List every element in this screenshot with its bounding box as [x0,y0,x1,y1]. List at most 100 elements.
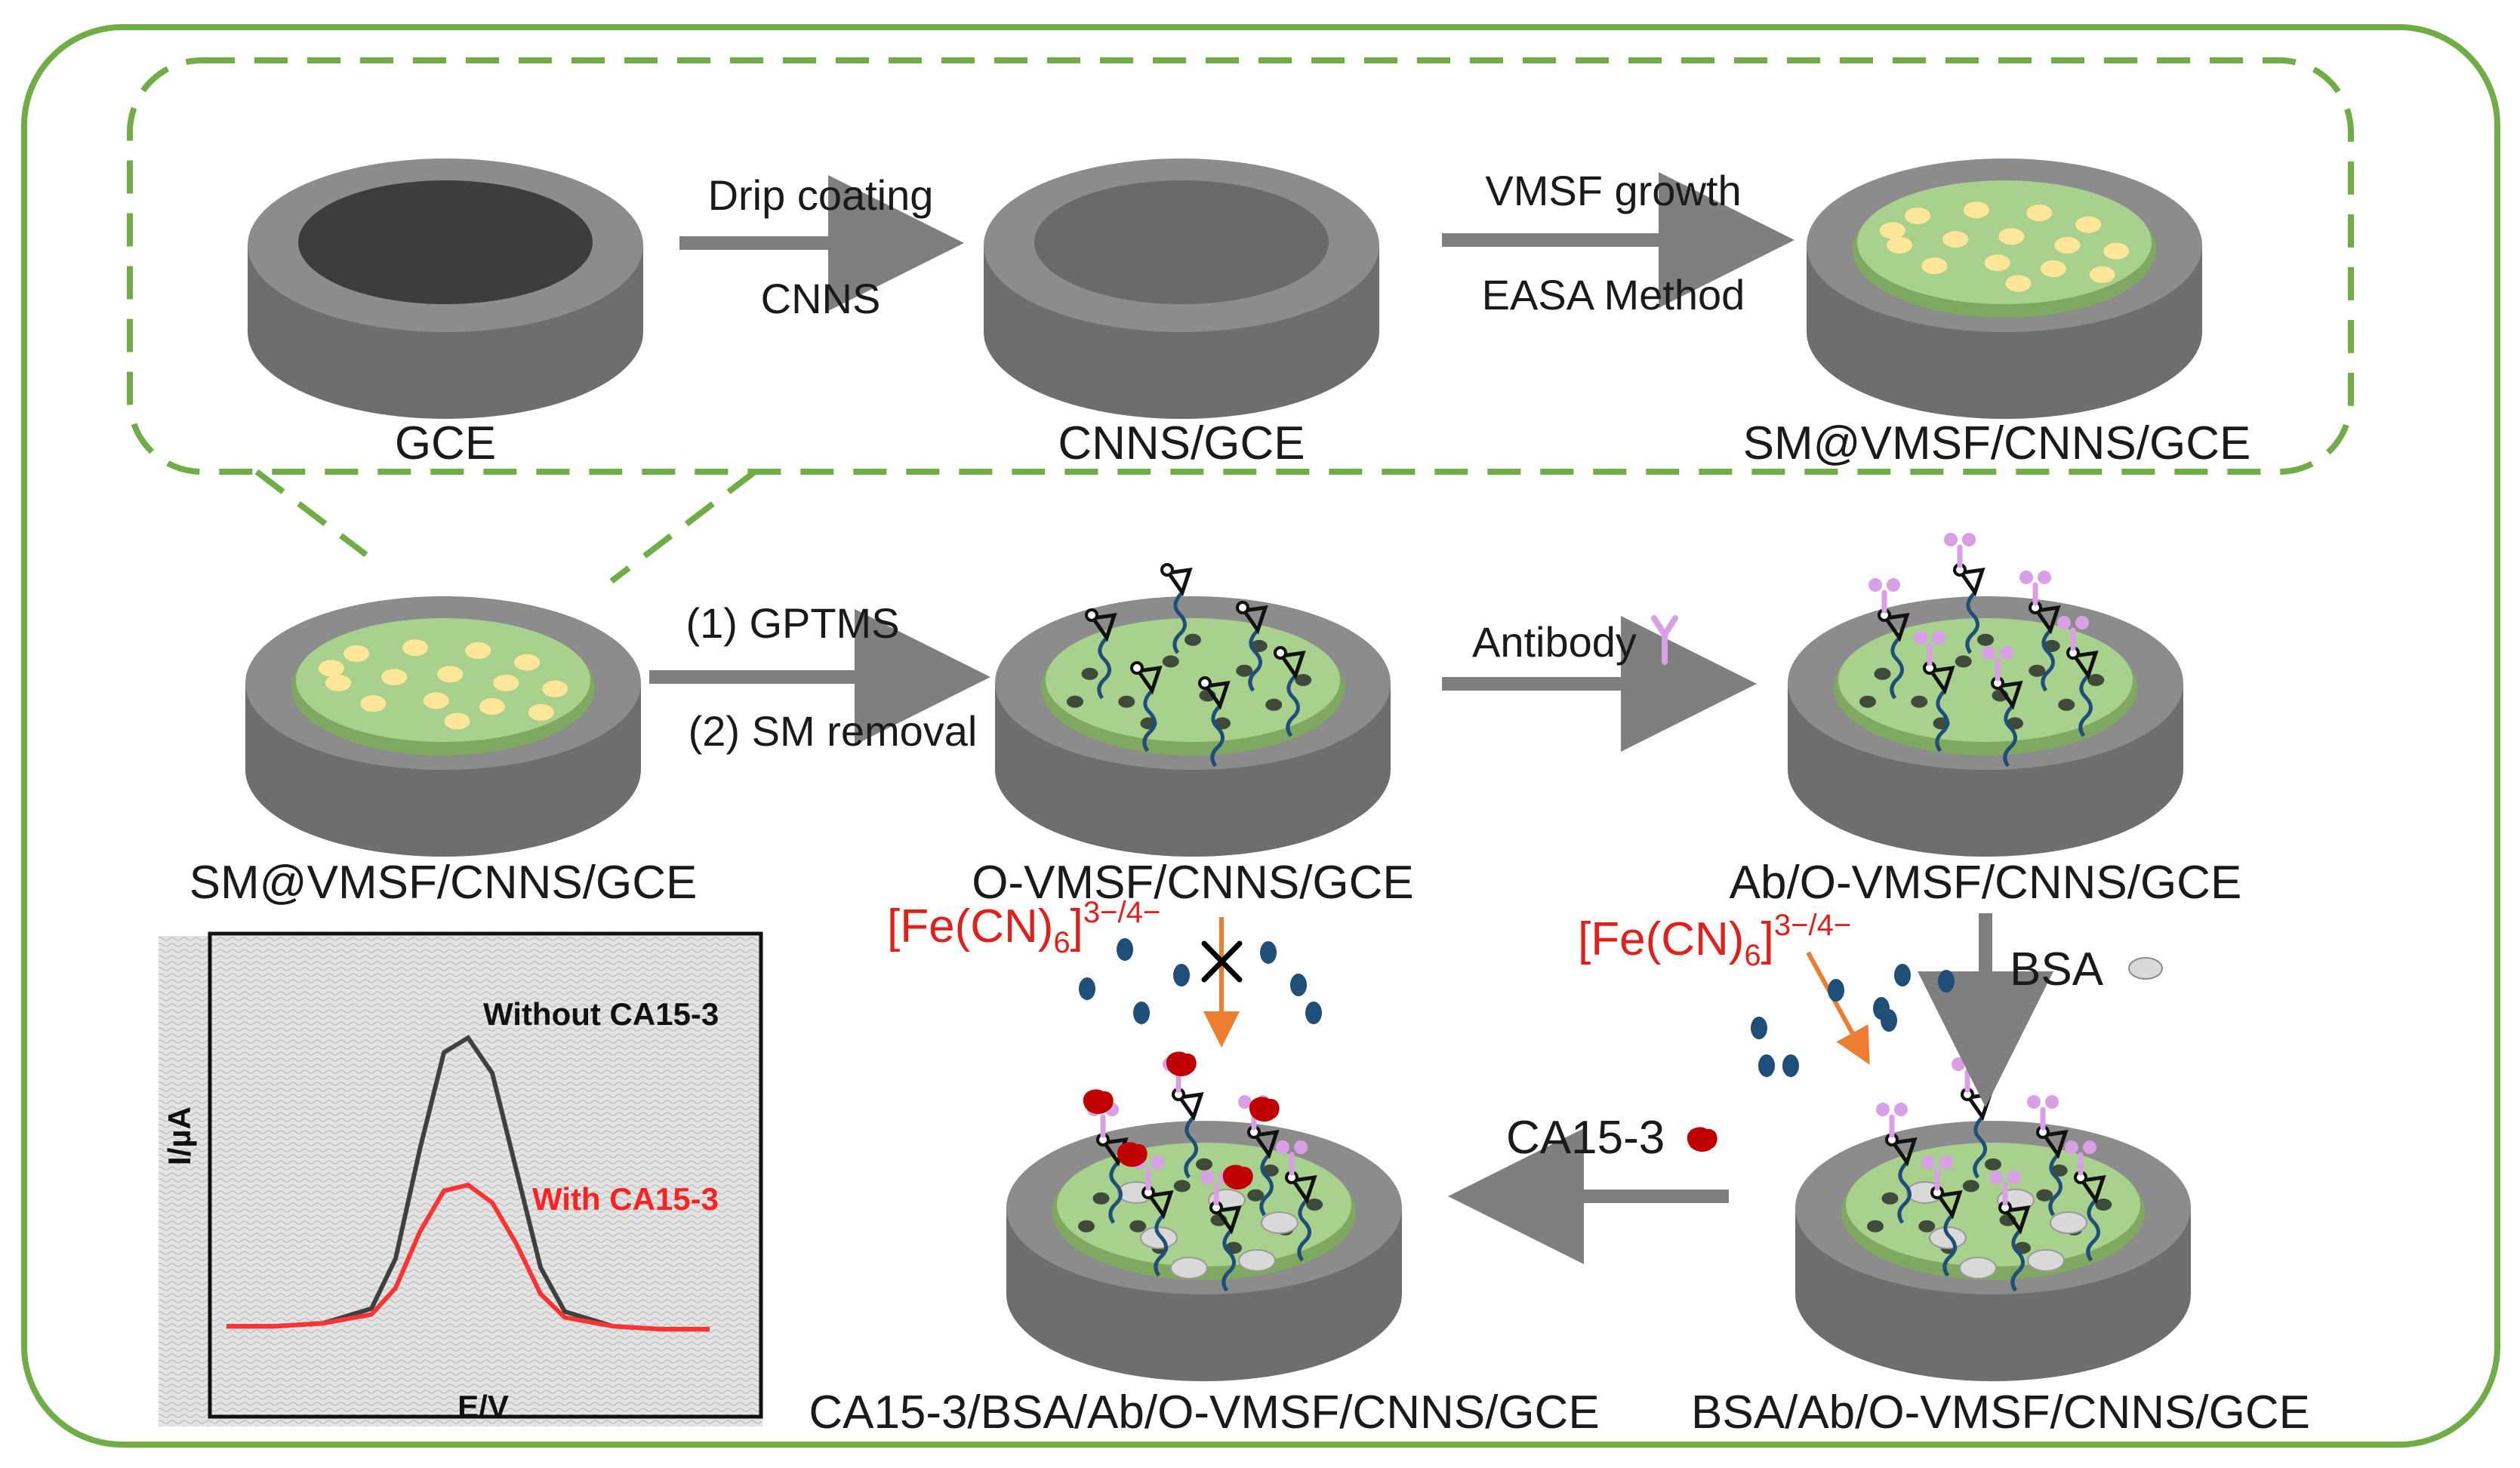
pore [1185,633,1201,646]
pore [1859,695,1876,708]
redox-probe-dot [1173,964,1190,986]
redox-probe-dot [1079,977,1095,1000]
pore [1173,1180,1191,1193]
pore [2036,1189,2053,1202]
bsa-molecule [2027,1249,2065,1272]
silane-linker [1236,601,1268,692]
inset-y-axis-label: I/µA [162,1106,197,1165]
bsa-molecule [1261,1211,1299,1234]
silane-linker [1989,1171,2031,1292]
inset-chart-frame [208,931,763,1419]
antibody-icon [1651,615,1678,665]
template-dot [1887,236,1913,254]
redox-probe-dot [1751,1017,1767,1039]
silane-linker [1944,533,1986,654]
pore [2095,1199,2112,1211]
step-label-antibody: Antibody [1472,618,1637,666]
vmsf-surface [1838,618,2133,742]
redox-probe-label-left: [Fe(CN)6]3−/4− [887,896,1160,959]
redox-probe-dot [1828,979,1844,1002]
silane-linker [1276,1140,1317,1262]
step-label-easa: EASA Method [1482,271,1745,319]
pore [1977,633,1994,646]
silane-linker [2057,616,2099,737]
ca153-molecule [1166,1051,1197,1076]
template-dot [493,674,519,691]
inset-x-axis-label: E/V [457,1389,509,1424]
pore [1092,1192,1110,1205]
antibody-icon [1868,578,1900,614]
legend-without-ca153: Without CA15-3 [483,996,719,1032]
electrode-label: CNNS/GCE [1058,417,1305,469]
pore [1118,695,1135,708]
silane-linker [1982,646,2023,768]
antibody-icon [1944,533,1976,568]
bsa-molecule [1929,1226,1967,1249]
electrodes-layer [245,158,2202,1381]
antibody-icon [1914,631,1945,666]
template-dot [1984,254,2010,272]
pore [1911,695,1928,708]
pore [1067,695,1083,708]
vmsf-surface [1046,618,1340,742]
template-dot [444,712,470,730]
redox-probe-dot [1758,1054,1775,1077]
pore [2058,698,2075,711]
electrode [984,158,1379,419]
inset-chart-background [159,936,762,1426]
cnns-surface [1034,180,1329,304]
bsa-molecule [1140,1226,1178,1249]
template-dot [479,698,505,716]
step-label-ca153: CA15-3 [1506,1112,1665,1164]
template-dot [542,680,568,697]
template-dot [2103,242,2130,260]
electrode-label: SM@VMSF/CNNS/GCE [1743,417,2251,469]
ca153-molecule [1222,1165,1253,1189]
template-dot [1921,257,1948,275]
antibody-icon [1921,1156,1953,1191]
pore [1918,1220,1936,1233]
ca153-molecule [1249,1097,1280,1122]
curve-with-ca153 [226,1182,710,1332]
blocked-cross-icon [1201,940,1243,983]
pore [1196,1158,1212,1171]
pore [1162,655,1179,668]
electrode-label: Ab/O-VMSF/CNNS/GCE [1730,857,2242,909]
step-label-gptms: (1) GPTMS [685,599,899,647]
silane-linker [1130,661,1163,752]
antibody-icon [1989,1171,2021,1206]
bsa-icon [2128,957,2163,980]
step-label-vmsf-growth: VMSF growth [1485,167,1741,214]
redox-probe-label-right: [Fe(CN)6]3−/4− [1578,909,1851,972]
electrode [995,563,1391,857]
pore [1265,698,1283,711]
vmsf-surface [1057,1143,1351,1266]
electrode-label: CA15-3/BSA/Ab/O-VMSF/CNNS/GCE [809,1386,1599,1439]
template-dot [1879,222,1905,239]
silane-linker [2065,1140,2106,1262]
pore [1236,664,1253,677]
template-dot [2089,266,2115,283]
step-label-sm-removal: (2) SM removal [689,707,978,755]
silane-linker [1200,1171,1242,1292]
zoom-connector-left [254,469,368,558]
pore [1867,1220,1884,1233]
redox-probe-dot [1260,941,1277,964]
template-dot [2026,205,2053,222]
vmsf-surface [1846,1143,2140,1266]
silane-linker [1274,646,1306,737]
redox-probe-dot [1938,970,1955,993]
step-label-bsa: BSA [2010,943,2104,996]
electrode [1807,158,2202,419]
template-dot [318,660,344,677]
electrode [1795,1057,2191,1381]
template-dot [2075,216,2102,233]
legend-with-ca153: With CA15-3 [532,1181,719,1217]
template-dot [465,642,491,660]
inset-chart: Without CA15-3 With CA15-3 E/V I/µA [159,931,763,1426]
pore [1295,674,1312,686]
pore [2087,674,2105,686]
redox-probe-dot [1881,1009,1897,1032]
template-dot [437,666,464,683]
